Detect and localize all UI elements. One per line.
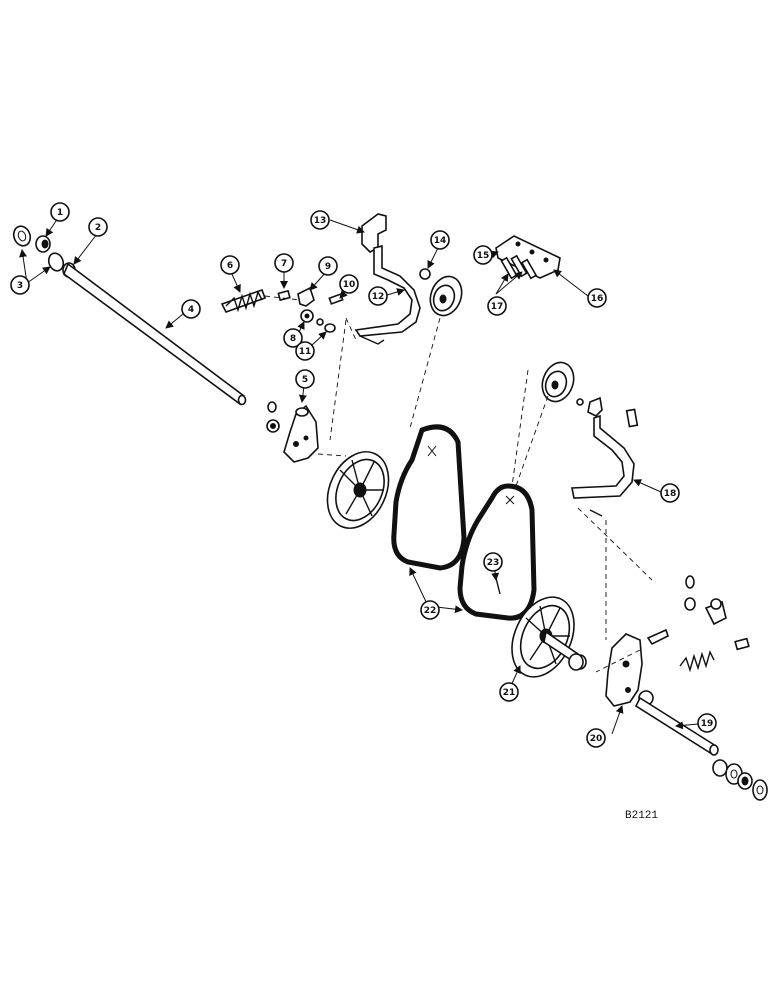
pivot-bracket-left [266,401,319,463]
callout-15-label: 15 [477,251,490,261]
belt-right [457,483,537,621]
right-idler-arm [541,361,639,517]
callout-18-label: 18 [664,489,677,499]
left-shaft-assembly [12,225,247,406]
callout-5: 5 [295,369,315,389]
belt-left [391,424,467,571]
callouts: 1 2 3 4 5 6 7 8 [10,202,717,748]
callout-3-label: 3 [17,281,23,291]
assembly-lines [317,317,653,673]
callout-9-label: 9 [325,262,331,272]
callout-13-label: 13 [314,216,327,226]
callout-11: 11 [295,341,315,361]
callout-15: 15 [473,245,493,265]
callout-16-label: 16 [591,294,604,304]
callout-10: 10 [339,274,359,294]
callout-12-label: 12 [372,292,385,302]
callout-17: 17 [487,296,507,316]
callout-17-label: 17 [491,302,504,312]
callout-23: 23 [483,552,503,572]
callout-18: 18 [660,483,680,503]
callout-20-label: 20 [590,734,603,744]
callout-6-label: 6 [227,261,233,271]
callout-14-label: 14 [434,236,447,246]
callout-7: 7 [274,253,294,273]
callout-16: 16 [587,288,607,308]
right-shaft-assembly [568,575,768,801]
callout-21: 21 [499,682,519,702]
callout-2: 2 [88,217,108,237]
callout-1: 1 [50,202,70,222]
callout-22: 22 [420,600,440,620]
idler-spring-cluster [220,286,357,441]
callout-4: 4 [181,299,201,319]
callout-5-label: 5 [302,375,308,385]
callout-20: 20 [586,728,606,748]
callout-8-label: 8 [290,334,296,344]
left-drive-pulley [326,451,390,529]
callout-7-label: 7 [281,259,287,269]
callout-13: 13 [310,210,330,230]
callout-19-label: 19 [701,719,714,729]
callout-12: 12 [368,286,388,306]
callout-23-label: 23 [487,558,500,568]
right-drive-pulley [511,596,587,678]
callout-8: 8 [283,328,303,348]
callout-22-label: 22 [424,606,437,616]
callout-10-label: 10 [343,280,356,290]
upper-idler-arm [354,213,561,345]
figure-reference: B2121 [625,810,658,822]
callout-19: 19 [697,713,717,733]
callout-4-label: 4 [188,305,194,315]
callout-21-label: 21 [503,688,516,698]
callout-3: 3 [10,275,30,295]
callout-14: 14 [430,230,450,250]
callout-2-label: 2 [95,223,101,233]
callout-11-label: 11 [299,347,312,357]
callout-1-label: 1 [57,208,63,218]
callout-9: 9 [318,256,338,276]
callout-6: 6 [220,255,240,275]
